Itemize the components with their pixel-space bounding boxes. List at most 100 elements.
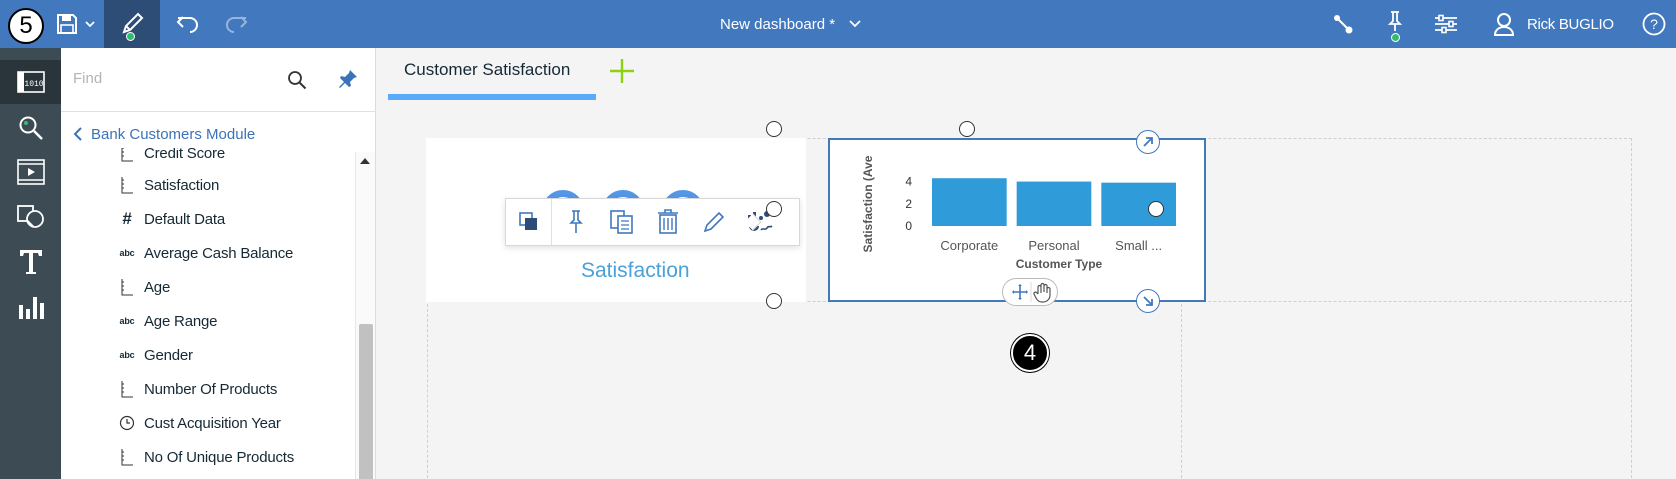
- bar-3: [1101, 182, 1176, 226]
- tree-item-credit-score[interactable]: Credit Score: [61, 148, 357, 170]
- bar-1: [932, 178, 1007, 226]
- tab-label: Customer Satisfaction: [404, 60, 571, 79]
- pin-widget-icon[interactable]: [553, 199, 599, 245]
- edit-widget-pencil-icon[interactable]: [691, 199, 737, 245]
- data-source-icon[interactable]: 1010: [0, 60, 61, 104]
- save-icon[interactable]: [52, 0, 82, 48]
- left-rail: 1010: [0, 48, 61, 479]
- tree-item-label: Number Of Products: [144, 380, 278, 398]
- resize-handle-top-left[interactable]: [766, 121, 782, 137]
- measure-icon: [117, 175, 137, 195]
- measure-icon: [117, 447, 137, 467]
- resize-handle-right[interactable]: [1148, 201, 1164, 217]
- tree-item-label: Average Cash Balance: [144, 244, 294, 262]
- tree-item-label: Age: [144, 278, 171, 296]
- tab-customer-satisfaction[interactable]: Customer Satisfaction: [388, 48, 596, 102]
- y-tick-label: 4: [905, 175, 912, 189]
- tree-item-label: No Of Unique Products: [144, 448, 295, 466]
- tree-item-default-data[interactable]: # Default Data: [61, 202, 357, 236]
- arrange-icon[interactable]: [506, 199, 552, 245]
- search-icon[interactable]: [287, 70, 307, 95]
- y-tick-label: 0: [905, 219, 912, 233]
- bar-2: [1016, 181, 1092, 226]
- time-icon: [117, 413, 137, 433]
- scroll-thumb[interactable]: [359, 324, 373, 479]
- text-attribute-icon: abc: [119, 316, 135, 326]
- chevron-down-icon[interactable]: [82, 0, 98, 48]
- add-tab-icon[interactable]: [607, 56, 637, 91]
- module-name: Bank Customers Module: [91, 125, 256, 143]
- delete-icon[interactable]: [645, 199, 691, 245]
- filter-connection-icon[interactable]: [1328, 0, 1358, 48]
- navigate-search-icon[interactable]: [0, 106, 61, 150]
- back-to-module-link[interactable]: Bank Customers Module: [73, 120, 255, 148]
- resize-handle-bottom-left[interactable]: [766, 293, 782, 309]
- measure-icon: [117, 379, 137, 399]
- tree-item-age-range[interactable]: abc Age Range: [61, 304, 357, 338]
- edit-pencil-icon: [122, 12, 144, 34]
- tree-scrollbar[interactable]: [355, 152, 375, 479]
- pin-panel-icon[interactable]: [337, 68, 359, 95]
- move-arrows-icon: [1012, 284, 1028, 300]
- pin-icon[interactable]: [1380, 0, 1410, 48]
- chevron-down-icon: [849, 20, 861, 28]
- help-icon[interactable]: ?: [1640, 0, 1668, 48]
- user-icon[interactable]: [1490, 0, 1518, 48]
- identifier-icon: #: [122, 209, 132, 228]
- svg-text:1010: 1010: [24, 80, 43, 89]
- media-icon[interactable]: [0, 150, 61, 194]
- help-glyph: ?: [1650, 16, 1658, 32]
- y-tick-label: 2: [905, 197, 912, 211]
- text-attribute-icon: abc: [119, 350, 135, 360]
- measure-icon: [117, 148, 137, 163]
- tree-item-average-cash-balance[interactable]: abc Average Cash Balance: [61, 236, 357, 270]
- text-attribute-icon: abc: [119, 248, 135, 258]
- layout-grid-divider-vertical: [1181, 138, 1182, 479]
- copy-icon[interactable]: [599, 199, 645, 245]
- text-icon[interactable]: [0, 240, 61, 284]
- resize-handle-left[interactable]: [766, 201, 782, 217]
- tree-item-label: Default Data: [144, 210, 225, 228]
- tree-item-gender[interactable]: abc Gender: [61, 338, 357, 372]
- data-sources-panel: Bank Customers Module Credit Score Satis…: [61, 48, 376, 479]
- resize-corner-icon[interactable]: [1136, 289, 1160, 313]
- hand-drag-icon: [1033, 282, 1051, 303]
- tree-item-label: Satisfaction: [144, 176, 220, 194]
- pin-active-dot: [1391, 33, 1400, 42]
- app-header: 5 New dashboard * Rick BUGLIO ?: [0, 0, 1676, 48]
- tree-item-label: Cust Acquisition Year: [144, 414, 281, 432]
- tree-item-no-of-unique-products[interactable]: No Of Unique Products: [61, 440, 357, 474]
- redo-icon[interactable]: [222, 0, 250, 48]
- user-name[interactable]: Rick BUGLIO: [1527, 15, 1614, 33]
- visualizations-icon[interactable]: [0, 286, 61, 330]
- tree-item-number-of-products[interactable]: Number Of Products: [61, 372, 357, 406]
- undo-icon[interactable]: [174, 0, 202, 48]
- find-row: [61, 48, 376, 112]
- x-tick-label: Corporate: [940, 238, 998, 253]
- step-badge-5: 5: [8, 8, 44, 44]
- tree-item-age[interactable]: Age: [61, 270, 357, 304]
- edit-mode-button[interactable]: [104, 0, 160, 48]
- chevron-left-icon: [73, 127, 82, 141]
- move-handle[interactable]: [1002, 278, 1058, 306]
- data-tree: Credit Score Satisfaction # Default Data…: [61, 148, 357, 479]
- resize-handle-top[interactable]: [959, 121, 975, 137]
- tree-item-cust-acquisition-year[interactable]: Cust Acquisition Year: [61, 406, 357, 440]
- y-axis-title: Satisfaction (Ave: [861, 155, 875, 252]
- tree-item-label: Age Range: [144, 312, 218, 330]
- scroll-up-arrow-icon[interactable]: [360, 158, 370, 164]
- kpi-label: Satisfaction: [581, 259, 690, 282]
- dashboard-title[interactable]: New dashboard *: [720, 0, 861, 48]
- find-input[interactable]: [73, 70, 273, 87]
- maximize-icon[interactable]: [1136, 130, 1160, 154]
- properties-sliders-icon[interactable]: [1430, 0, 1462, 48]
- dashboard-canvas: Customer Satisfaction Satisfaction: [377, 48, 1676, 479]
- x-tick-label: Personal: [1028, 238, 1079, 253]
- x-tick-label: Small ...: [1115, 238, 1162, 253]
- shapes-icon[interactable]: [0, 194, 61, 238]
- tree-item-label: Gender: [144, 346, 193, 364]
- step-badge-4: 4: [1011, 334, 1049, 372]
- tree-item-satisfaction[interactable]: Satisfaction: [61, 168, 357, 202]
